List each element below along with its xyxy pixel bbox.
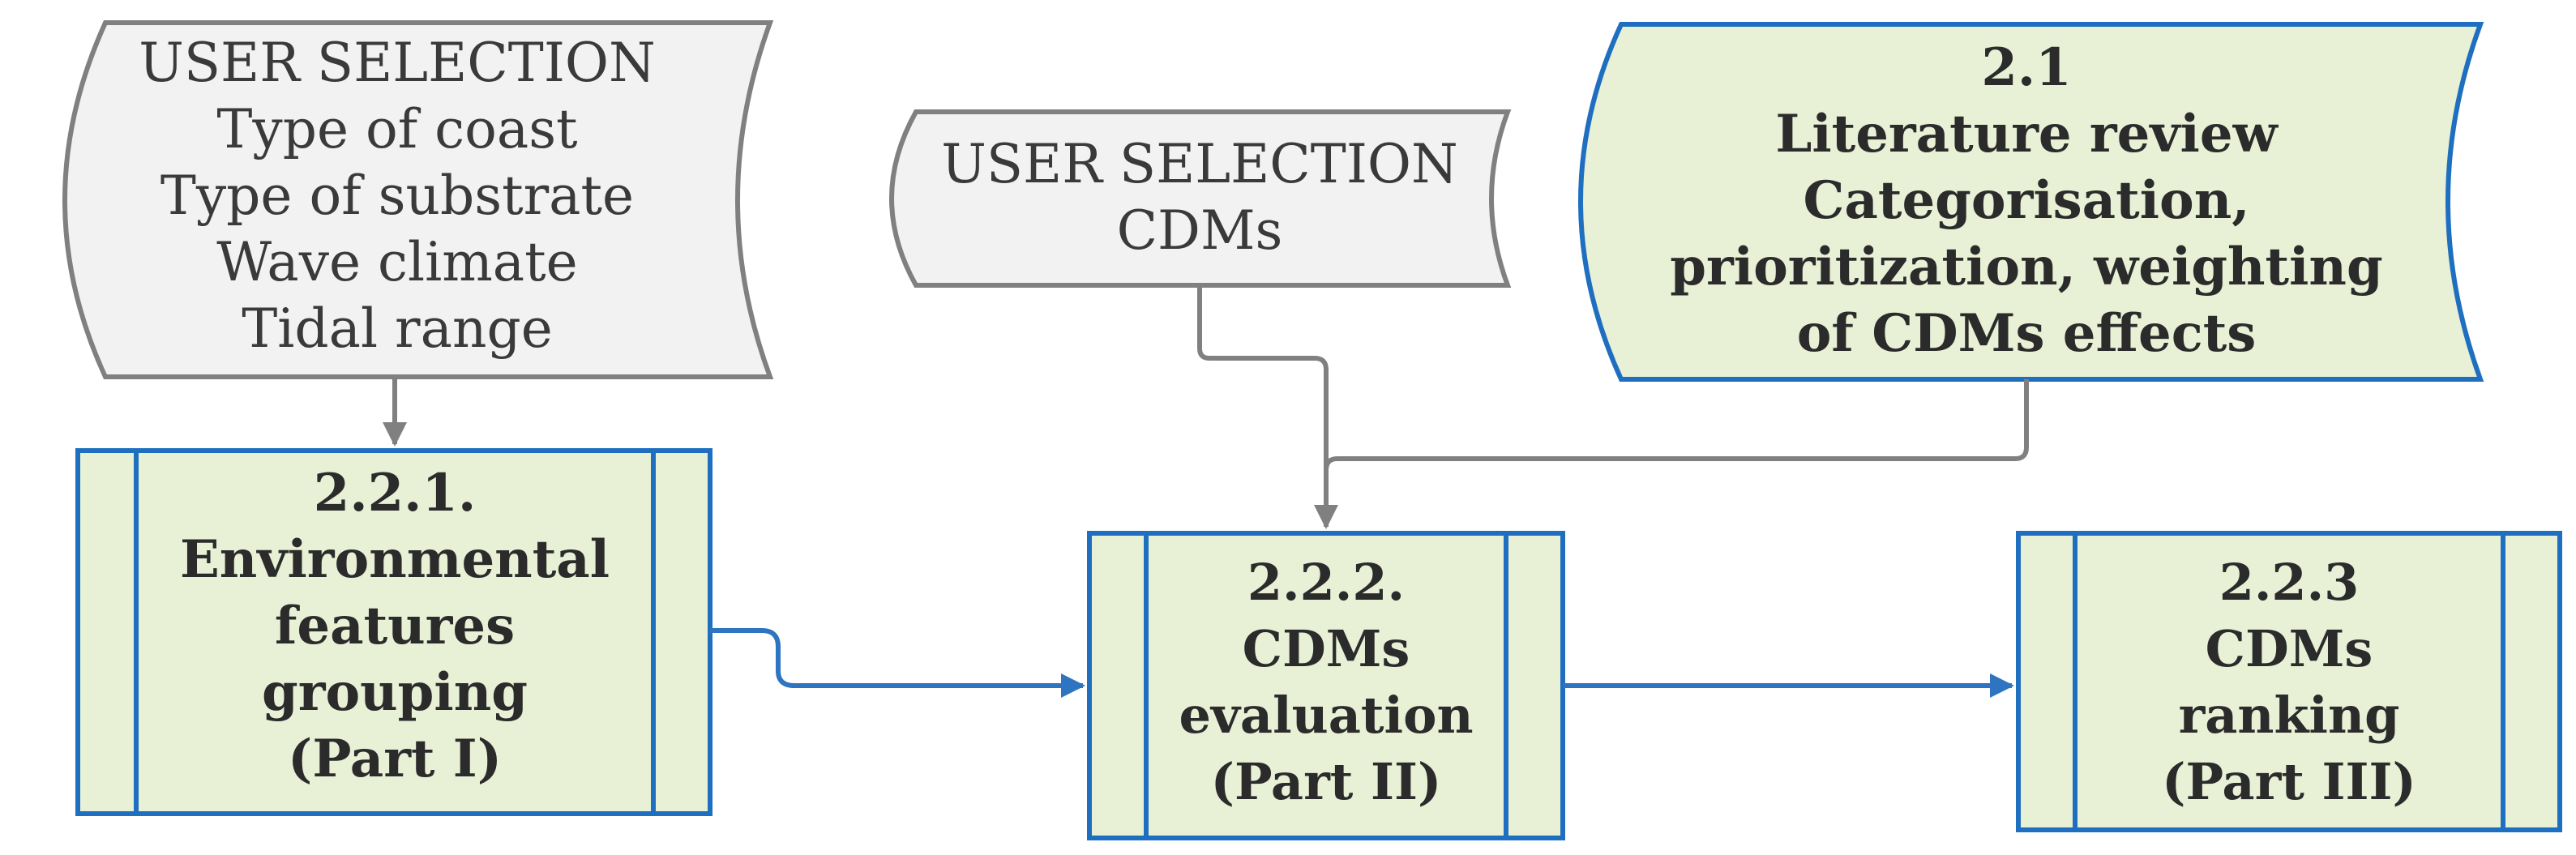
literature-review-line-5: of CDMs effects: [1797, 303, 2257, 364]
process-222-line-1: 2.2.2.: [1247, 553, 1405, 612]
connector-literature-to-222: [1324, 379, 2029, 471]
literature-review-line-3: Categorisation,: [1803, 170, 2249, 231]
process-222-node: 2.2.2. CDMs evaluation (Part II): [1087, 531, 1565, 840]
user-selection-site-shape: [62, 20, 774, 379]
user-selection-site-line-5: Tidal range: [242, 297, 553, 360]
process-223-line-1: 2.2.3: [2219, 553, 2360, 612]
process-221-line-5: (Part I): [288, 729, 502, 789]
arrow-cdms-to-222: [1197, 285, 1338, 529]
process-221-line-4: grouping: [262, 662, 528, 723]
process-221-line-2: Environmental: [180, 529, 610, 590]
process-222-line-3: evaluation: [1179, 686, 1473, 745]
user-selection-site-line-4: Wave climate: [216, 231, 577, 293]
user-selection-cdms-node: USER SELECTION CDMs: [889, 109, 1512, 288]
process-221-line-3: features: [275, 596, 515, 656]
literature-review-line-2: Literature review: [1775, 104, 2279, 165]
process-221-box: [75, 448, 712, 816]
literature-review-line-4: prioritization, weighting: [1670, 237, 2382, 297]
process-223-line-3: ranking: [2179, 686, 2400, 745]
process-222-line-2: CDMs: [1243, 619, 1410, 678]
process-222-line-4: (Part II): [1211, 752, 1442, 811]
process-223-box: [2016, 531, 2562, 832]
literature-review-shape: [1578, 22, 2484, 382]
user-selection-cdms-line-1: USER SELECTION: [941, 133, 1458, 195]
literature-review-line-1: 2.1: [1981, 37, 2071, 98]
user-selection-site-line-3: Type of substrate: [160, 165, 634, 227]
user-selection-site-line-2: Type of coast: [216, 98, 577, 160]
user-selection-cdms-line-2: CDMs: [1117, 199, 1283, 262]
user-selection-site-node: USER SELECTION Type of coast Type of sub…: [62, 20, 774, 379]
arrow-221-to-222: [710, 628, 1085, 698]
process-223-line-2: CDMs: [2206, 619, 2373, 678]
user-selection-cdms-shape: [889, 109, 1512, 288]
process-221-node: 2.2.1. Environmental features grouping (…: [75, 448, 712, 816]
process-223-node: 2.2.3 CDMs ranking (Part III): [2016, 531, 2562, 832]
process-222-box: [1087, 531, 1565, 840]
user-selection-site-line-1: USER SELECTION: [139, 32, 656, 94]
literature-review-node: 2.1 Literature review Categorisation, pr…: [1578, 22, 2484, 382]
process-221-line-1: 2.2.1.: [314, 463, 476, 524]
process-223-line-4: (Part III): [2162, 752, 2416, 811]
